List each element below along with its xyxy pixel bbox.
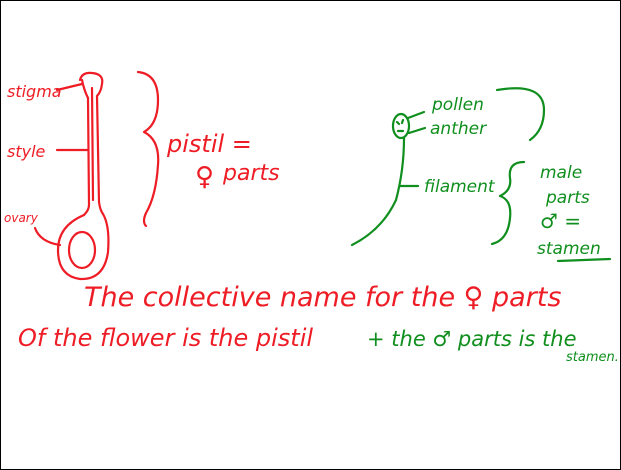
label-ovary: ovary (4, 211, 39, 225)
label-style: style (7, 142, 46, 161)
sentence-line-3: stamen. (566, 350, 619, 365)
pistil-equals-label: pistil = (166, 130, 252, 158)
male-symbol-equals: ♂ = (540, 209, 581, 233)
pistil-brace (136, 70, 160, 228)
male-parts-label: parts (545, 188, 590, 208)
pistil-parts-label: parts (222, 161, 280, 186)
stamen-label: stamen (537, 239, 601, 259)
sentence-line-2-part-2: + the ♂ parts is the (367, 327, 577, 351)
female-symbol: ♀ (195, 162, 214, 192)
label-stigma: stigma (7, 82, 62, 101)
stamen-shape (350, 112, 411, 247)
pistil-shape (56, 71, 110, 281)
pistil-label-leaders (33, 82, 90, 247)
anther-bracket (495, 87, 546, 142)
stamen-underline (556, 257, 612, 263)
label-pollen: pollen (431, 95, 484, 115)
sentence-line-2-part-1: Of the flower is the pistil (18, 324, 313, 352)
male-label: male (540, 163, 582, 183)
stamen-brace (490, 160, 526, 246)
stamen-label-leaders (398, 110, 427, 188)
label-anther: anther (430, 119, 487, 139)
sentence-line-1: The collective name for the ♀ parts (84, 282, 561, 313)
label-filament: filament (424, 177, 496, 197)
